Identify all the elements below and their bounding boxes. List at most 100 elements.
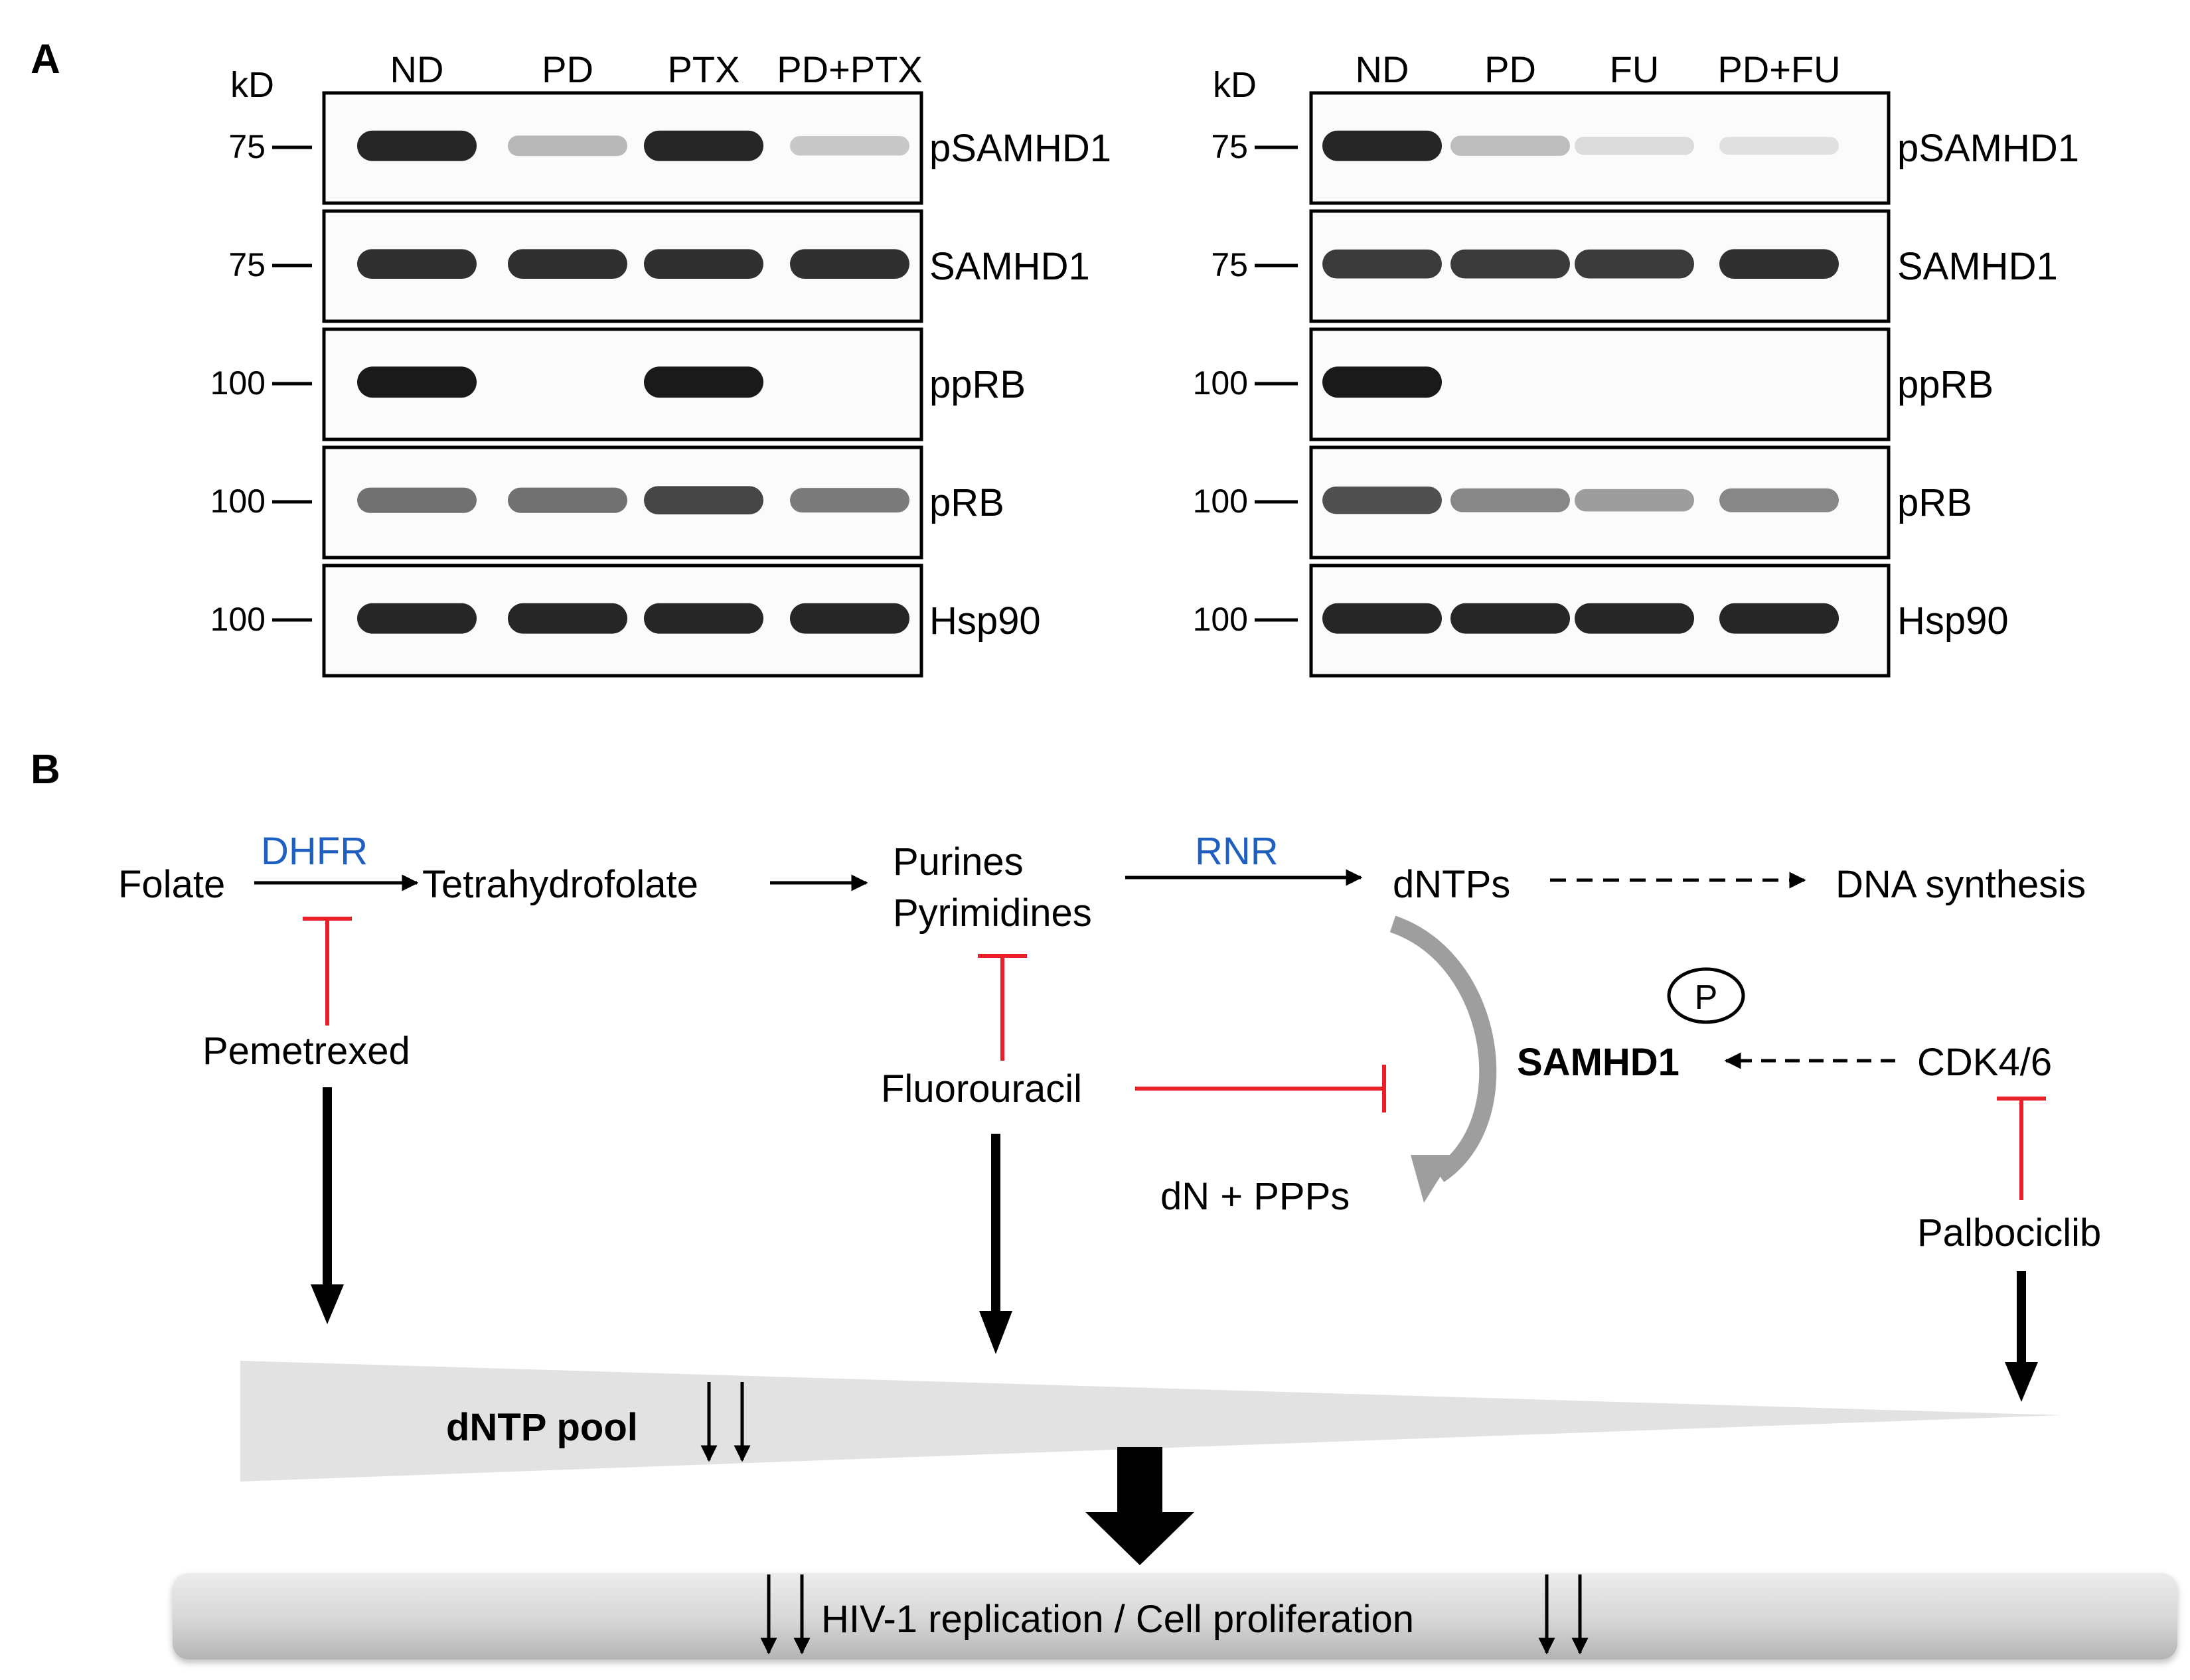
fluorouracil-down-arrow-head xyxy=(979,1311,1012,1354)
blot-band-left-1-0 xyxy=(357,249,477,279)
protein-label-left-0: pSAMHD1 xyxy=(929,127,1111,170)
blot-band-right-1-2 xyxy=(1575,249,1694,279)
blot-band-right-3-1 xyxy=(1450,488,1570,512)
lane-label-right-2: FU xyxy=(1610,48,1660,90)
blot-band-left-0-3 xyxy=(790,136,909,156)
blot-band-left-3-1 xyxy=(508,487,627,513)
blot-band-left-2-0 xyxy=(357,366,477,398)
blot-band-left-2-2 xyxy=(644,366,763,398)
panel-a-letter: A xyxy=(31,37,60,82)
marker-label-right-2: 100 xyxy=(1193,364,1248,402)
blot-band-left-4-0 xyxy=(357,603,477,634)
lane-label-left-3: PD+PTX xyxy=(777,48,922,90)
protein-label-right-3: pRB xyxy=(1897,481,1972,524)
blot-band-left-1-2 xyxy=(644,249,763,279)
panel-b-letter: B xyxy=(31,747,60,793)
outcome-right-double-down-arrows xyxy=(1538,1574,1589,1655)
dn-ppps-label: dN + PPPs xyxy=(1160,1175,1350,1218)
protein-label-right-0: pSAMHD1 xyxy=(1897,127,2079,170)
lane-label-right-1: PD xyxy=(1484,48,1536,90)
protein-label-right-1: SAMHD1 xyxy=(1897,245,2058,288)
marker-label-left-1: 75 xyxy=(228,246,266,283)
palbociclib-label: Palbociclib xyxy=(1917,1211,2101,1255)
lane-label-left-1: PD xyxy=(542,48,593,90)
blot-band-right-4-2 xyxy=(1575,603,1694,634)
dhfr-enzyme-label: DHFR xyxy=(261,830,368,873)
marker-label-left-0: 75 xyxy=(228,128,266,165)
blot-band-right-1-0 xyxy=(1322,249,1442,279)
phosphate-circle xyxy=(1667,967,1745,1024)
blot-band-left-4-1 xyxy=(508,603,627,634)
blot-band-right-1-3 xyxy=(1719,249,1839,279)
protein-label-left-2: ppRB xyxy=(929,363,1026,406)
protein-label-right-2: ppRB xyxy=(1897,363,1994,406)
blot-band-left-0-0 xyxy=(357,130,477,161)
phosphate-symbol: P xyxy=(1695,978,1718,1017)
dntp-pool-label: dNTP pool xyxy=(446,1406,638,1449)
fluorouracil-label: Fluorouracil xyxy=(881,1067,1082,1110)
blot-band-right-4-1 xyxy=(1450,603,1570,634)
lane-label-right-3: PD+FU xyxy=(1717,48,1840,90)
blot-band-right-0-0 xyxy=(1322,130,1442,161)
pemetrexed-label: Pemetrexed xyxy=(202,1030,410,1073)
pemetrexed-down-arrow-head xyxy=(311,1284,344,1324)
marker-label-right-4: 100 xyxy=(1193,601,1248,638)
dntp-pool-double-down-arrows xyxy=(700,1382,751,1462)
marker-label-left-4: 100 xyxy=(210,601,266,638)
protein-label-left-4: Hsp90 xyxy=(929,599,1041,643)
blot-band-right-0-1 xyxy=(1450,135,1570,156)
blot-band-right-3-2 xyxy=(1575,489,1694,512)
pyrimidines-label: Pyrimidines xyxy=(893,891,1092,935)
outcome-bar xyxy=(173,1573,2177,1659)
lane-label-left-2: PTX xyxy=(668,48,740,90)
blot-band-left-1-3 xyxy=(790,249,909,279)
outcome-label: HIV-1 replication / Cell proliferation xyxy=(821,1598,1414,1641)
blot-band-left-3-2 xyxy=(644,486,763,514)
blot-band-right-3-0 xyxy=(1322,486,1442,514)
central-down-arrow-shaft xyxy=(1117,1447,1162,1515)
samhd1-label: SAMHD1 xyxy=(1517,1041,1680,1084)
outcome-left-double-down-arrows xyxy=(760,1574,811,1655)
blot-band-left-3-3 xyxy=(790,488,909,513)
blot-band-right-4-3 xyxy=(1719,603,1839,634)
blot-band-left-4-3 xyxy=(790,603,909,634)
blot-band-left-4-2 xyxy=(644,603,763,634)
kd-unit-label-left: kD xyxy=(230,65,274,105)
blot-band-right-3-3 xyxy=(1719,488,1839,512)
dna-synthesis-label: DNA synthesis xyxy=(1836,863,2086,906)
marker-label-right-3: 100 xyxy=(1193,483,1248,520)
purines-label: Purines xyxy=(893,840,1024,883)
folate-label: Folate xyxy=(118,863,225,906)
protein-label-right-4: Hsp90 xyxy=(1897,599,2009,643)
dntps-label: dNTPs xyxy=(1393,863,1510,906)
marker-label-left-2: 100 xyxy=(210,364,266,402)
blot-band-left-1-1 xyxy=(508,249,627,279)
cdk46-label: CDK4/6 xyxy=(1917,1041,2052,1084)
blot-band-left-0-2 xyxy=(644,130,763,161)
dntp-hydrolysis-curved-arrow xyxy=(1389,915,1497,1182)
kd-unit-label-right: kD xyxy=(1213,65,1257,105)
blot-band-right-4-0 xyxy=(1322,603,1442,634)
lane-label-right-0: ND xyxy=(1356,48,1409,90)
blot-band-left-0-1 xyxy=(508,135,627,157)
dntp-hydrolysis-arrow-head xyxy=(1411,1155,1454,1203)
dntp-pool-wedge xyxy=(240,1361,2061,1482)
marker-label-right-0: 75 xyxy=(1211,128,1248,165)
blot-band-right-0-2 xyxy=(1575,137,1694,155)
marker-label-right-1: 75 xyxy=(1211,246,1248,283)
lane-label-left-0: ND xyxy=(390,48,444,90)
tetrahydrofolate-label: Tetrahydrofolate xyxy=(422,863,698,906)
blot-band-right-0-3 xyxy=(1719,137,1839,155)
protein-label-left-3: pRB xyxy=(929,481,1004,524)
palbociclib-down-arrow-head xyxy=(2005,1362,2038,1402)
marker-label-left-3: 100 xyxy=(210,483,266,520)
rnr-enzyme-label: RNR xyxy=(1195,830,1279,873)
central-down-arrow-head xyxy=(1085,1512,1194,1565)
protein-label-left-1: SAMHD1 xyxy=(929,245,1090,288)
blot-band-left-3-0 xyxy=(357,487,477,513)
blot-band-right-2-0 xyxy=(1322,366,1442,398)
blot-band-right-1-1 xyxy=(1450,249,1570,279)
